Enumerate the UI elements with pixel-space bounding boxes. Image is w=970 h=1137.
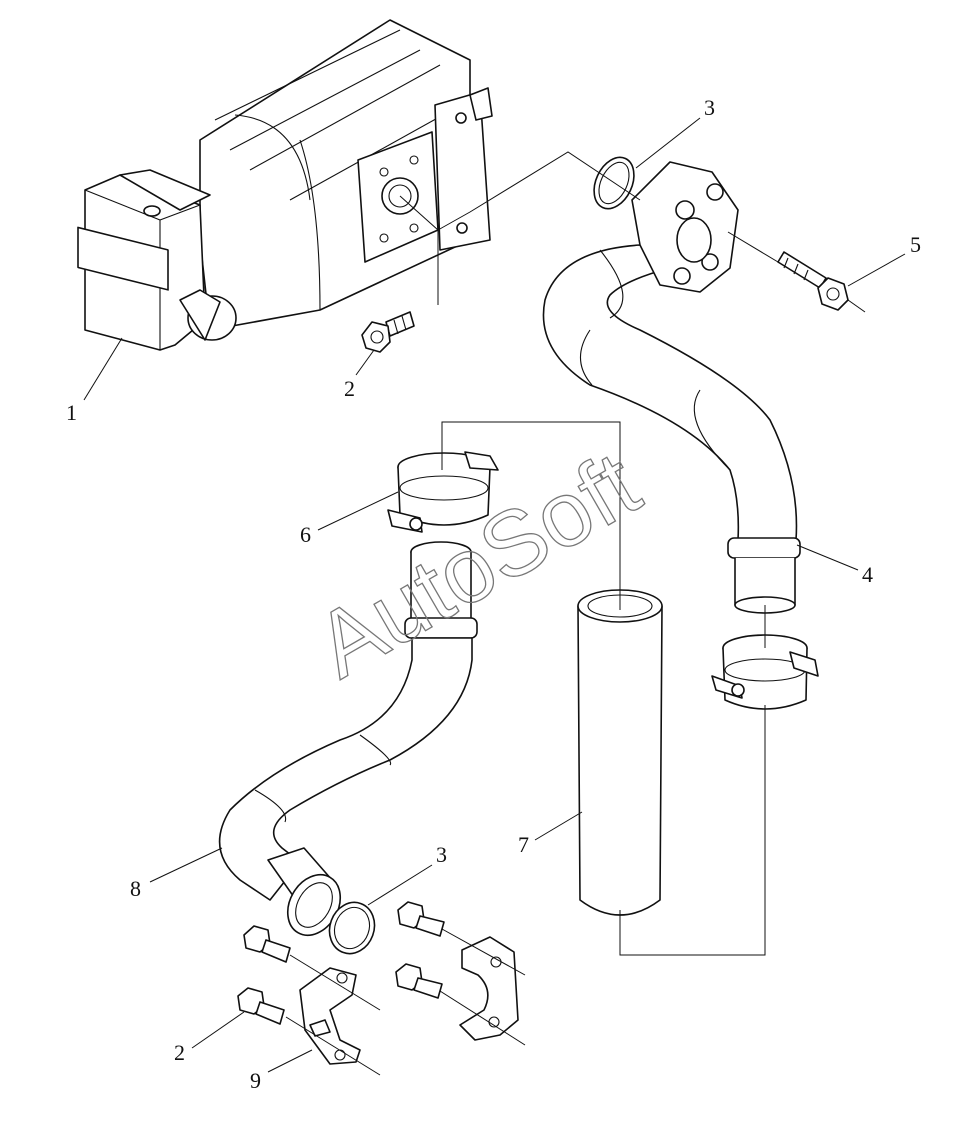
callout-6: 6 [300,522,311,547]
bolt-upper [361,311,415,353]
split-flange-left [299,967,361,1065]
hydraulic-pump [77,19,493,351]
flange-upper [631,161,739,293]
split-flange-right [459,936,519,1041]
straight-hose [577,589,663,916]
callout-5: 5 [910,232,921,257]
leader-lines [83,117,906,1073]
bolt-5 [777,251,849,311]
callout-2-lower: 2 [174,1040,185,1065]
callout-3-upper: 3 [704,95,715,120]
clamp-upper [387,451,499,533]
bolts-lower [237,901,445,1025]
clamp-lower-right [711,634,819,710]
callout-8: 8 [130,876,141,901]
assembly-lines [285,151,866,1076]
hose-upper-right [542,244,801,614]
callout-9: 9 [250,1068,261,1093]
callout-3-lower: 3 [436,842,447,867]
callout-4: 4 [862,562,873,587]
callout-1: 1 [66,400,77,425]
o-ring-lower [328,901,376,955]
callout-2-upper: 2 [344,376,355,401]
callout-7: 7 [518,832,529,857]
